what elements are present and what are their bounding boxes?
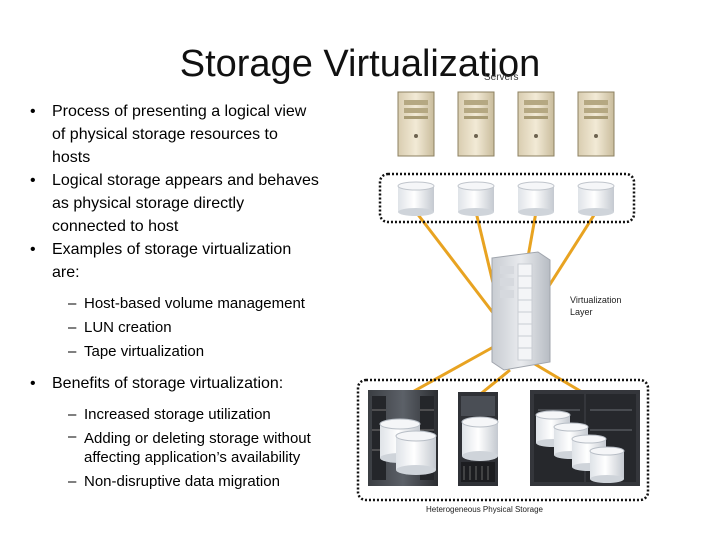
- server-tower-icon: [458, 92, 494, 156]
- logical-disk-icon: [398, 182, 434, 216]
- server-tower-icon: [398, 92, 434, 156]
- physical-disk-icon: [396, 431, 436, 475]
- physical-disk-icon: [462, 417, 498, 461]
- virtualization-appliance-icon: [492, 252, 550, 370]
- physical-disk-icon: [590, 447, 624, 483]
- logical-disk-icon: [578, 182, 614, 216]
- logical-disk-icon: [518, 182, 554, 216]
- virtualization-layer-label: Virtualization Layer: [570, 294, 621, 318]
- physical-storage-label: Heterogeneous Physical Storage: [426, 505, 543, 514]
- logical-disk-icon: [458, 182, 494, 216]
- server-tower-icon: [518, 92, 554, 156]
- server-tower-icon: [578, 92, 614, 156]
